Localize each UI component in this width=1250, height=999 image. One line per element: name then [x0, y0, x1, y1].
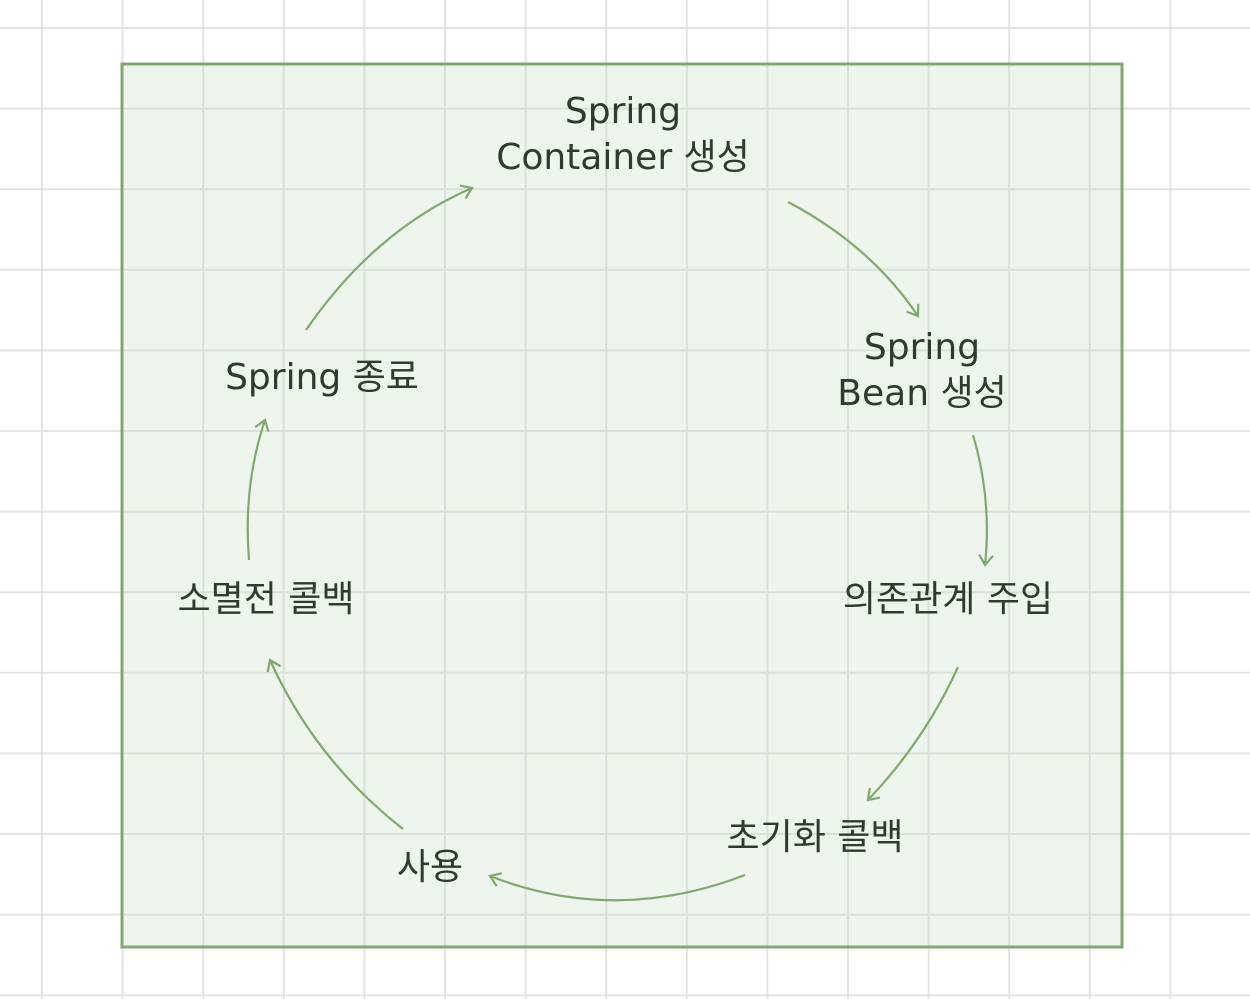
- node-line: 사용: [396, 847, 464, 888]
- arrow-container-to-bean: [787, 201, 920, 318]
- container-box: [120, 62, 1124, 949]
- arrow-end-to-container: [305, 184, 474, 331]
- node-init-callback: 초기화 콜백: [726, 815, 903, 861]
- edges: [246, 184, 994, 902]
- node-line: Spring 종료: [225, 357, 419, 398]
- node-line: 의존관계 주입: [842, 579, 1054, 620]
- node-line: Container 생성: [496, 137, 750, 178]
- node-spring-container: Spring Container 생성: [496, 89, 750, 181]
- node-line: Spring: [863, 327, 981, 368]
- arrow-di-to-init: [866, 666, 960, 802]
- node-use: 사용: [397, 845, 463, 891]
- node-line: Spring: [564, 91, 682, 132]
- node-destroy-callback: 소멸전 콜백: [177, 577, 354, 623]
- node-line: 초기화 콜백: [726, 817, 904, 858]
- arrow-use-to-destroy: [266, 658, 404, 830]
- node-dependency-injection: 의존관계 주입: [843, 577, 1053, 623]
- arrow-bean-to-di: [971, 434, 994, 567]
- node-line: 소멸전 콜백: [177, 579, 355, 620]
- arrow-destroy-to-end: [246, 418, 270, 561]
- node-spring-end: Spring 종료: [225, 355, 419, 401]
- arrow-init-to-use: [488, 872, 746, 902]
- node-spring-bean: Spring Bean 생성: [837, 325, 1006, 417]
- node-line: Bean 생성: [837, 373, 1007, 414]
